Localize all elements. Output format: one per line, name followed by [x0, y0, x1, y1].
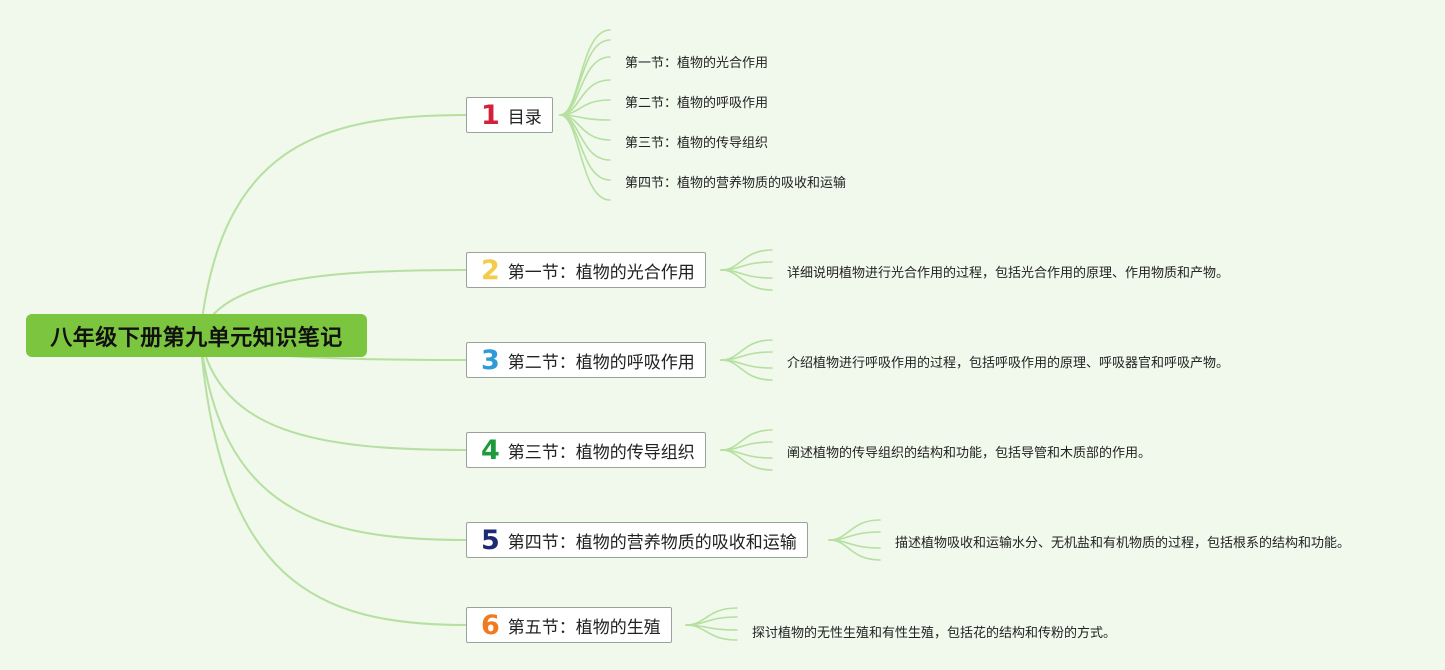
branch-section-2[interactable]: 3 第二节：植物的呼吸作用 [466, 342, 706, 378]
toc-item[interactable]: 第一节：植物的光合作用 [625, 56, 769, 71]
connector-line [720, 269, 773, 291]
branch-section-5[interactable]: 6 第五节：植物的生殖 [466, 607, 672, 643]
root-topic[interactable]: 八年级下册第九单元知识笔记 [26, 314, 367, 357]
branch-section-3[interactable]: 4 第三节：植物的传导组织 [466, 432, 706, 468]
branch-label: 第一节：植物的光合作用 [507, 262, 695, 283]
connector-line [720, 441, 773, 451]
connector-line [199, 335, 467, 451]
connector-line [559, 114, 611, 201]
connector-line [199, 335, 467, 541]
connector-line [828, 531, 881, 541]
toc-item[interactable]: 第四节：植物的营养物质的吸收和运输 [625, 176, 847, 191]
branch-label: 第二节：植物的呼吸作用 [507, 352, 695, 373]
number-2-icon: 2 [481, 254, 500, 286]
connector-line [720, 449, 773, 471]
detail-note[interactable]: 详细说明植物进行光合作用的过程，包括光合作用的原理、作用物质和产物。 [787, 266, 1230, 281]
branch-toc[interactable]: 1 目录 [466, 97, 553, 133]
connector-line [828, 539, 881, 561]
number-4-icon: 4 [481, 434, 500, 466]
connector-line [685, 624, 738, 641]
branch-label: 目录 [507, 107, 542, 128]
branch-label: 第四节：植物的营养物质的吸收和运输 [507, 532, 797, 553]
connector-line [720, 249, 773, 271]
connector-line [828, 519, 881, 541]
connector-line [720, 351, 773, 361]
number-6-icon: 6 [481, 609, 500, 641]
connector-line [199, 335, 467, 626]
connector-line [720, 261, 773, 271]
connector-line [559, 29, 611, 116]
connector-line [685, 616, 738, 626]
number-3-icon: 3 [481, 344, 500, 376]
branch-section-1[interactable]: 2 第一节：植物的光合作用 [466, 252, 706, 288]
number-5-icon: 5 [481, 524, 500, 556]
detail-note[interactable]: 阐述植物的传导组织的结构和功能，包括导管和木质部的作用。 [787, 446, 1152, 461]
detail-note[interactable]: 介绍植物进行呼吸作用的过程，包括呼吸作用的原理、呼吸器官和呼吸产物。 [787, 356, 1230, 371]
branch-label: 第三节：植物的传导组织 [507, 442, 695, 463]
toc-item[interactable]: 第三节：植物的传导组织 [625, 136, 769, 151]
branch-section-4[interactable]: 5 第四节：植物的营养物质的吸收和运输 [466, 522, 808, 558]
connector-line [199, 114, 467, 337]
detail-note[interactable]: 探讨植物的无性生殖和有性生殖，包括花的结构和传粉的方式。 [752, 626, 1117, 641]
number-1-icon: 1 [481, 99, 500, 131]
connector-line [720, 429, 773, 451]
connector-line [720, 359, 773, 381]
detail-note[interactable]: 描述植物吸收和运输水分、无机盐和有机物质的过程，包括根系的结构和功能。 [895, 536, 1351, 551]
branch-label: 第五节：植物的生殖 [507, 617, 661, 638]
connector-line [559, 114, 611, 161]
toc-item[interactable]: 第二节：植物的呼吸作用 [625, 96, 769, 111]
connector-line [720, 339, 773, 361]
